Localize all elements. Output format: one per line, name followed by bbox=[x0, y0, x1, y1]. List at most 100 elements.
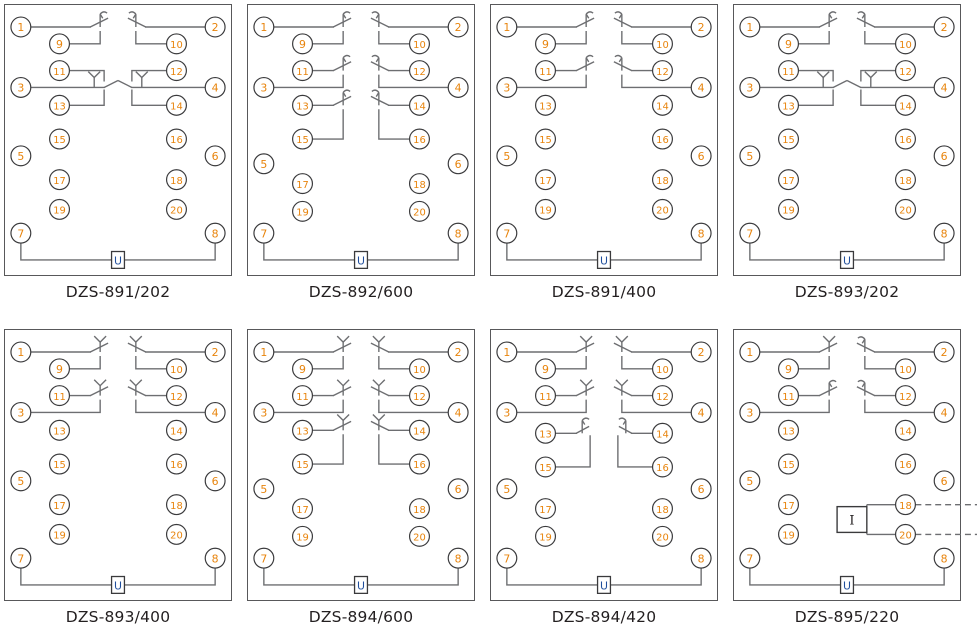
terminal-20[interactable]: 20 bbox=[894, 523, 916, 545]
terminal-12[interactable]: 12 bbox=[165, 385, 187, 407]
terminal-15[interactable]: 15 bbox=[292, 128, 314, 150]
terminal-19[interactable]: 19 bbox=[292, 200, 314, 222]
terminal-9[interactable]: 9 bbox=[292, 33, 314, 55]
terminal-16[interactable]: 16 bbox=[894, 128, 916, 150]
terminal-2[interactable]: 2 bbox=[933, 341, 955, 363]
terminal-13[interactable]: 13 bbox=[49, 94, 71, 116]
terminal-2[interactable]: 2 bbox=[933, 16, 955, 38]
terminal-4[interactable]: 4 bbox=[447, 401, 469, 423]
terminal-18[interactable]: 18 bbox=[408, 173, 430, 195]
terminal-10[interactable]: 10 bbox=[408, 33, 430, 55]
terminal-14[interactable]: 14 bbox=[165, 419, 187, 441]
terminal-11[interactable]: 11 bbox=[292, 60, 314, 82]
terminal-7[interactable]: 7 bbox=[739, 222, 761, 244]
terminal-19[interactable]: 19 bbox=[49, 198, 71, 220]
terminal-18[interactable]: 18 bbox=[894, 494, 916, 516]
terminal-8[interactable]: 8 bbox=[204, 222, 226, 244]
terminal-5[interactable]: 5 bbox=[10, 470, 32, 492]
terminal-12[interactable]: 12 bbox=[408, 60, 430, 82]
terminal-12[interactable]: 12 bbox=[165, 60, 187, 82]
terminal-7[interactable]: 7 bbox=[496, 547, 518, 569]
terminal-1[interactable]: 1 bbox=[739, 341, 761, 363]
terminal-14[interactable]: 14 bbox=[651, 422, 673, 444]
terminal-17[interactable]: 17 bbox=[292, 173, 314, 195]
terminal-20[interactable]: 20 bbox=[408, 200, 430, 222]
terminal-2[interactable]: 2 bbox=[204, 16, 226, 38]
terminal-16[interactable]: 16 bbox=[651, 456, 673, 478]
terminal-17[interactable]: 17 bbox=[292, 498, 314, 520]
terminal-5[interactable]: 5 bbox=[253, 153, 275, 175]
terminal-9[interactable]: 9 bbox=[49, 358, 71, 380]
terminal-11[interactable]: 11 bbox=[49, 385, 71, 407]
terminal-16[interactable]: 16 bbox=[165, 453, 187, 475]
terminal-9[interactable]: 9 bbox=[778, 358, 800, 380]
terminal-15[interactable]: 15 bbox=[535, 456, 557, 478]
terminal-8[interactable]: 8 bbox=[204, 547, 226, 569]
terminal-19[interactable]: 19 bbox=[535, 525, 557, 547]
terminal-10[interactable]: 10 bbox=[651, 358, 673, 380]
terminal-1[interactable]: 1 bbox=[10, 341, 32, 363]
terminal-5[interactable]: 5 bbox=[739, 470, 761, 492]
terminal-6[interactable]: 6 bbox=[933, 145, 955, 167]
terminal-16[interactable]: 16 bbox=[408, 128, 430, 150]
terminal-18[interactable]: 18 bbox=[651, 169, 673, 191]
terminal-10[interactable]: 10 bbox=[894, 33, 916, 55]
terminal-17[interactable]: 17 bbox=[535, 498, 557, 520]
terminal-6[interactable]: 6 bbox=[933, 470, 955, 492]
terminal-20[interactable]: 20 bbox=[651, 198, 673, 220]
terminal-13[interactable]: 13 bbox=[778, 419, 800, 441]
terminal-5[interactable]: 5 bbox=[496, 145, 518, 167]
terminal-11[interactable]: 11 bbox=[292, 385, 314, 407]
terminal-17[interactable]: 17 bbox=[778, 494, 800, 516]
terminal-8[interactable]: 8 bbox=[447, 547, 469, 569]
terminal-14[interactable]: 14 bbox=[894, 419, 916, 441]
terminal-6[interactable]: 6 bbox=[690, 145, 712, 167]
terminal-6[interactable]: 6 bbox=[447, 153, 469, 175]
terminal-15[interactable]: 15 bbox=[292, 453, 314, 475]
terminal-18[interactable]: 18 bbox=[894, 169, 916, 191]
terminal-18[interactable]: 18 bbox=[165, 494, 187, 516]
terminal-2[interactable]: 2 bbox=[690, 16, 712, 38]
terminal-10[interactable]: 10 bbox=[165, 33, 187, 55]
terminal-13[interactable]: 13 bbox=[535, 94, 557, 116]
terminal-10[interactable]: 10 bbox=[651, 33, 673, 55]
terminal-19[interactable]: 19 bbox=[49, 523, 71, 545]
terminal-2[interactable]: 2 bbox=[690, 341, 712, 363]
terminal-14[interactable]: 14 bbox=[651, 94, 673, 116]
terminal-5[interactable]: 5 bbox=[10, 145, 32, 167]
terminal-13[interactable]: 13 bbox=[778, 94, 800, 116]
terminal-8[interactable]: 8 bbox=[690, 222, 712, 244]
terminal-16[interactable]: 16 bbox=[165, 128, 187, 150]
terminal-16[interactable]: 16 bbox=[894, 453, 916, 475]
terminal-4[interactable]: 4 bbox=[933, 401, 955, 423]
terminal-13[interactable]: 13 bbox=[49, 419, 71, 441]
terminal-20[interactable]: 20 bbox=[894, 198, 916, 220]
terminal-3[interactable]: 3 bbox=[739, 401, 761, 423]
terminal-6[interactable]: 6 bbox=[690, 478, 712, 500]
terminal-3[interactable]: 3 bbox=[253, 401, 275, 423]
terminal-15[interactable]: 15 bbox=[778, 453, 800, 475]
terminal-20[interactable]: 20 bbox=[408, 525, 430, 547]
terminal-4[interactable]: 4 bbox=[447, 76, 469, 98]
terminal-11[interactable]: 11 bbox=[778, 385, 800, 407]
terminal-6[interactable]: 6 bbox=[447, 478, 469, 500]
terminal-7[interactable]: 7 bbox=[10, 547, 32, 569]
terminal-1[interactable]: 1 bbox=[10, 16, 32, 38]
terminal-19[interactable]: 19 bbox=[778, 523, 800, 545]
terminal-1[interactable]: 1 bbox=[253, 341, 275, 363]
terminal-6[interactable]: 6 bbox=[204, 145, 226, 167]
terminal-6[interactable]: 6 bbox=[204, 470, 226, 492]
terminal-18[interactable]: 18 bbox=[651, 498, 673, 520]
terminal-17[interactable]: 17 bbox=[49, 169, 71, 191]
terminal-16[interactable]: 16 bbox=[651, 128, 673, 150]
terminal-8[interactable]: 8 bbox=[933, 222, 955, 244]
terminal-12[interactable]: 12 bbox=[894, 385, 916, 407]
terminal-13[interactable]: 13 bbox=[292, 94, 314, 116]
terminal-9[interactable]: 9 bbox=[49, 33, 71, 55]
terminal-19[interactable]: 19 bbox=[778, 198, 800, 220]
terminal-14[interactable]: 14 bbox=[165, 94, 187, 116]
terminal-8[interactable]: 8 bbox=[447, 222, 469, 244]
terminal-11[interactable]: 11 bbox=[49, 60, 71, 82]
terminal-5[interactable]: 5 bbox=[253, 478, 275, 500]
terminal-12[interactable]: 12 bbox=[651, 385, 673, 407]
